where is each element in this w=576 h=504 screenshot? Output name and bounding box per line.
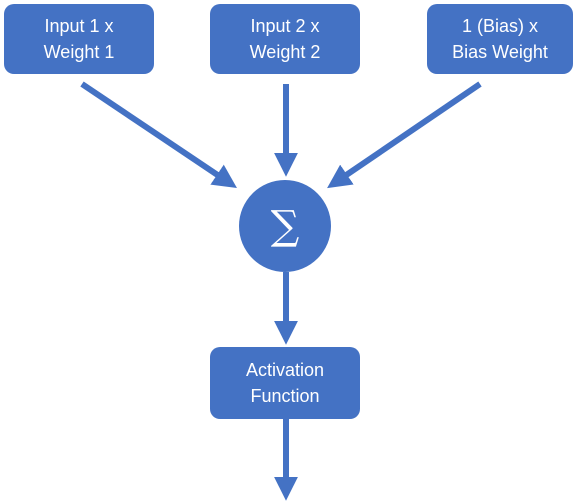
arrow-input1-to-sum — [80, 81, 237, 189]
node-bias-weight: 1 (Bias) x Bias Weight — [427, 4, 573, 74]
node-bias-line-2: Bias Weight — [452, 42, 548, 62]
node-input-2-weight-2: Input 2 x Weight 2 — [210, 4, 360, 74]
node-bias-line-1: 1 (Bias) x — [461, 16, 539, 36]
node-input-1-line-2: Weight 1 — [43, 42, 115, 62]
node-input-1-weight-1: Input 1 x Weight 1 — [4, 4, 154, 74]
summation-node: ∑ — [239, 180, 331, 272]
node-input-2-line-2: Weight 2 — [249, 42, 321, 62]
node-activation-line-2: Function — [250, 386, 320, 406]
node-input-1-line-1: Input 1 x — [44, 16, 114, 36]
node-activation-function: Activation Function — [210, 347, 360, 419]
arrow-bias-to-sum — [327, 81, 482, 189]
node-input-2-line-1: Input 2 x — [250, 16, 320, 36]
summation-symbol: ∑ — [270, 203, 300, 249]
node-activation-line-1: Activation — [245, 360, 325, 380]
